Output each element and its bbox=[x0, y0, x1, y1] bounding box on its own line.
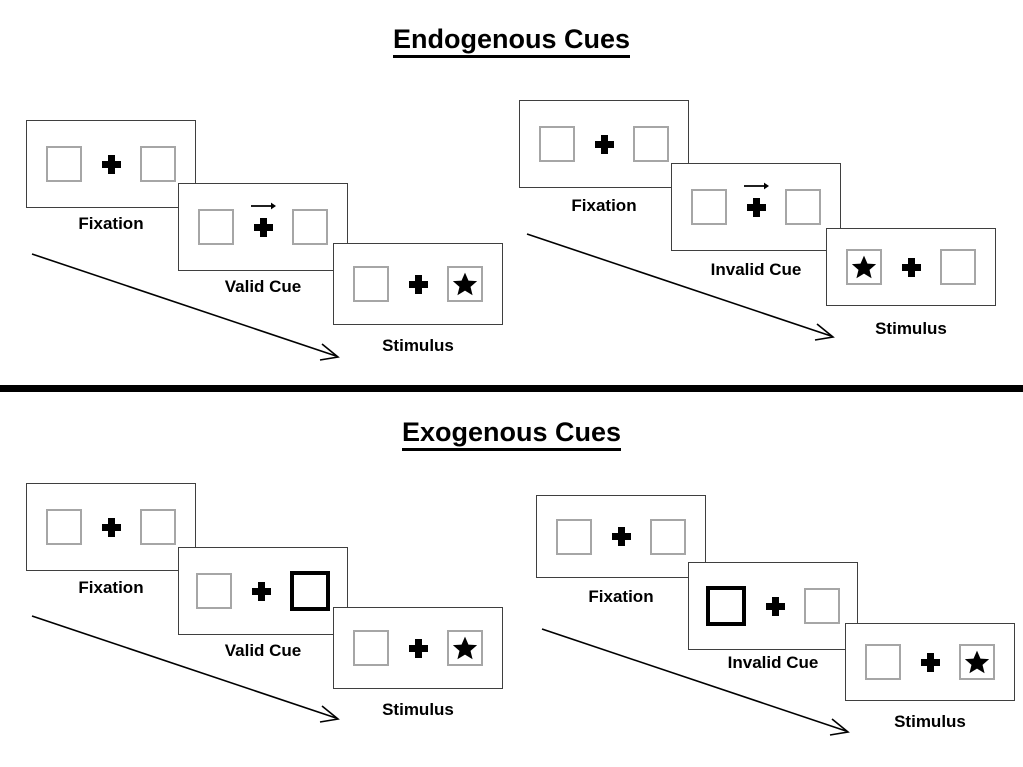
panel-exogenous-invalid-cue bbox=[688, 562, 858, 650]
stage-label-exogenous-valid-fixation: Fixation bbox=[78, 578, 144, 597]
stage-label-endogenous-valid-stimulus: Stimulus bbox=[382, 336, 454, 355]
star-icon bbox=[964, 650, 990, 674]
box-right bbox=[447, 630, 483, 666]
arrow-right-icon bbox=[744, 182, 769, 189]
stage-label-endogenous-invalid-cue: Invalid Cue bbox=[710, 260, 802, 279]
fixation-cross-wrap bbox=[96, 154, 126, 174]
plus-cross-icon bbox=[408, 274, 428, 294]
plus-cross-icon bbox=[594, 134, 614, 154]
box-right bbox=[633, 126, 669, 162]
panel-exogenous-invalid-fixation bbox=[536, 495, 706, 578]
section-title-endogenous: Endogenous Cues bbox=[0, 24, 1023, 58]
panel-endogenous-valid-stimulus bbox=[333, 243, 503, 325]
plus-cross-icon bbox=[253, 217, 273, 237]
plus-cross-icon bbox=[920, 652, 940, 672]
box-left bbox=[846, 249, 882, 285]
fixation-cross-wrap bbox=[246, 581, 276, 601]
stage-label-endogenous-invalid-stimulus: Stimulus bbox=[875, 319, 947, 338]
box-left bbox=[353, 630, 389, 666]
box-left-cued bbox=[706, 586, 746, 626]
stage-label-endogenous-valid-cue: Valid Cue bbox=[224, 277, 302, 296]
box-left bbox=[865, 644, 901, 680]
section-title-exogenous-text: Exogenous Cues bbox=[401, 417, 622, 451]
panel-endogenous-invalid-cue bbox=[671, 163, 841, 251]
arrow-right-icon bbox=[251, 202, 276, 209]
stage-label-exogenous-invalid-fixation: Fixation bbox=[588, 587, 654, 606]
box-right-cued bbox=[290, 571, 330, 611]
fixation-cross-wrap bbox=[403, 638, 433, 658]
stage-label-endogenous-invalid-fixation: Fixation bbox=[571, 196, 637, 215]
box-left bbox=[691, 189, 727, 225]
plus-cross-icon bbox=[251, 581, 271, 601]
panel-endogenous-valid-cue bbox=[178, 183, 348, 271]
fixation-cross-wrap bbox=[741, 182, 771, 217]
star-icon bbox=[452, 636, 478, 660]
fixation-cross-wrap bbox=[606, 527, 636, 546]
panel-exogenous-valid-fixation bbox=[26, 483, 196, 571]
panel-endogenous-invalid-stimulus bbox=[826, 228, 996, 306]
stage-label-exogenous-invalid-stimulus: Stimulus bbox=[894, 712, 966, 731]
stage-label-exogenous-valid-stimulus: Stimulus bbox=[382, 700, 454, 719]
panel-exogenous-valid-cue bbox=[178, 547, 348, 635]
box-right bbox=[804, 588, 840, 624]
box-left bbox=[198, 209, 234, 245]
box-left bbox=[46, 509, 82, 545]
fixation-cross-wrap bbox=[915, 652, 945, 672]
box-left bbox=[539, 126, 575, 162]
stage-label-exogenous-valid-cue: Valid Cue bbox=[224, 641, 302, 660]
box-right bbox=[292, 209, 328, 245]
fixation-cross-wrap bbox=[760, 596, 790, 616]
fixation-cross-wrap bbox=[248, 202, 278, 237]
panel-endogenous-invalid-fixation bbox=[519, 100, 689, 188]
box-right bbox=[650, 518, 686, 555]
plus-cross-icon bbox=[765, 596, 785, 616]
section-title-endogenous-text: Endogenous Cues bbox=[392, 24, 630, 58]
box-left bbox=[353, 266, 389, 302]
plus-cross-icon bbox=[611, 527, 631, 546]
box-left bbox=[556, 518, 592, 555]
fixation-cross-wrap bbox=[896, 257, 926, 277]
panel-endogenous-valid-fixation bbox=[26, 120, 196, 208]
fixation-cross-wrap bbox=[96, 517, 126, 537]
plus-cross-icon bbox=[408, 638, 428, 658]
section-divider bbox=[0, 385, 1023, 392]
box-right bbox=[447, 266, 483, 302]
stage-label-endogenous-valid-fixation: Fixation bbox=[78, 214, 144, 233]
box-left bbox=[46, 146, 82, 182]
box-right bbox=[140, 146, 176, 182]
plus-cross-icon bbox=[101, 154, 121, 174]
panel-exogenous-valid-stimulus bbox=[333, 607, 503, 689]
box-right bbox=[959, 644, 995, 680]
section-title-exogenous: Exogenous Cues bbox=[0, 417, 1023, 451]
plus-cross-icon bbox=[746, 197, 766, 217]
fixation-cross-wrap bbox=[589, 134, 619, 154]
box-left bbox=[196, 573, 232, 609]
fixation-cross-wrap bbox=[403, 274, 433, 294]
stage-label-exogenous-invalid-cue: Invalid Cue bbox=[727, 653, 819, 672]
star-icon bbox=[452, 272, 478, 296]
panel-exogenous-invalid-stimulus bbox=[845, 623, 1015, 701]
box-right bbox=[785, 189, 821, 225]
box-right bbox=[940, 249, 976, 285]
plus-cross-icon bbox=[101, 517, 121, 537]
plus-cross-icon bbox=[901, 257, 921, 277]
star-icon bbox=[851, 255, 877, 279]
box-right bbox=[140, 509, 176, 545]
